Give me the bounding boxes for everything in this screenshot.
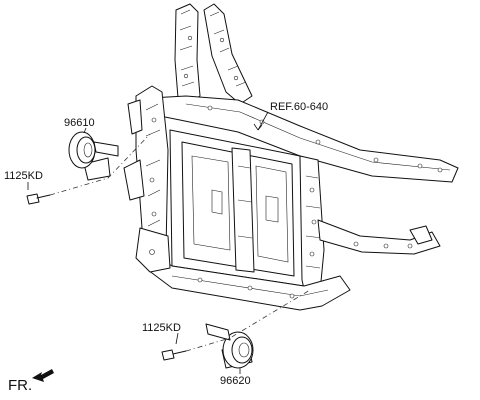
leader-reference bbox=[257, 111, 269, 131]
front-carrier-assembly bbox=[123, 3, 459, 311]
leader-96610 bbox=[83, 127, 87, 134]
label-1125kd-upper: 1125KD bbox=[4, 170, 43, 182]
label-96620: 96620 bbox=[220, 375, 251, 387]
horn-high-96610 bbox=[68, 131, 119, 181]
label-96610: 96610 bbox=[64, 117, 95, 129]
bolt-lower-1125kd bbox=[161, 349, 187, 361]
reference-arrowhead bbox=[253, 123, 263, 131]
front-arrow-icon bbox=[32, 369, 54, 382]
label-front: FR. bbox=[8, 377, 32, 394]
assembly-line-lower bbox=[185, 289, 311, 352]
label-1125kd-lower: 1125KD bbox=[142, 322, 181, 334]
label-reference: REF.60-640 bbox=[270, 101, 328, 113]
leader-bolt-lower bbox=[175, 332, 179, 345]
assembly-line-upper bbox=[49, 133, 151, 196]
front-direction-indicator: FR. bbox=[8, 369, 54, 394]
horn-low-96620 bbox=[205, 323, 254, 369]
bolt-upper-1125kd bbox=[26, 193, 51, 205]
